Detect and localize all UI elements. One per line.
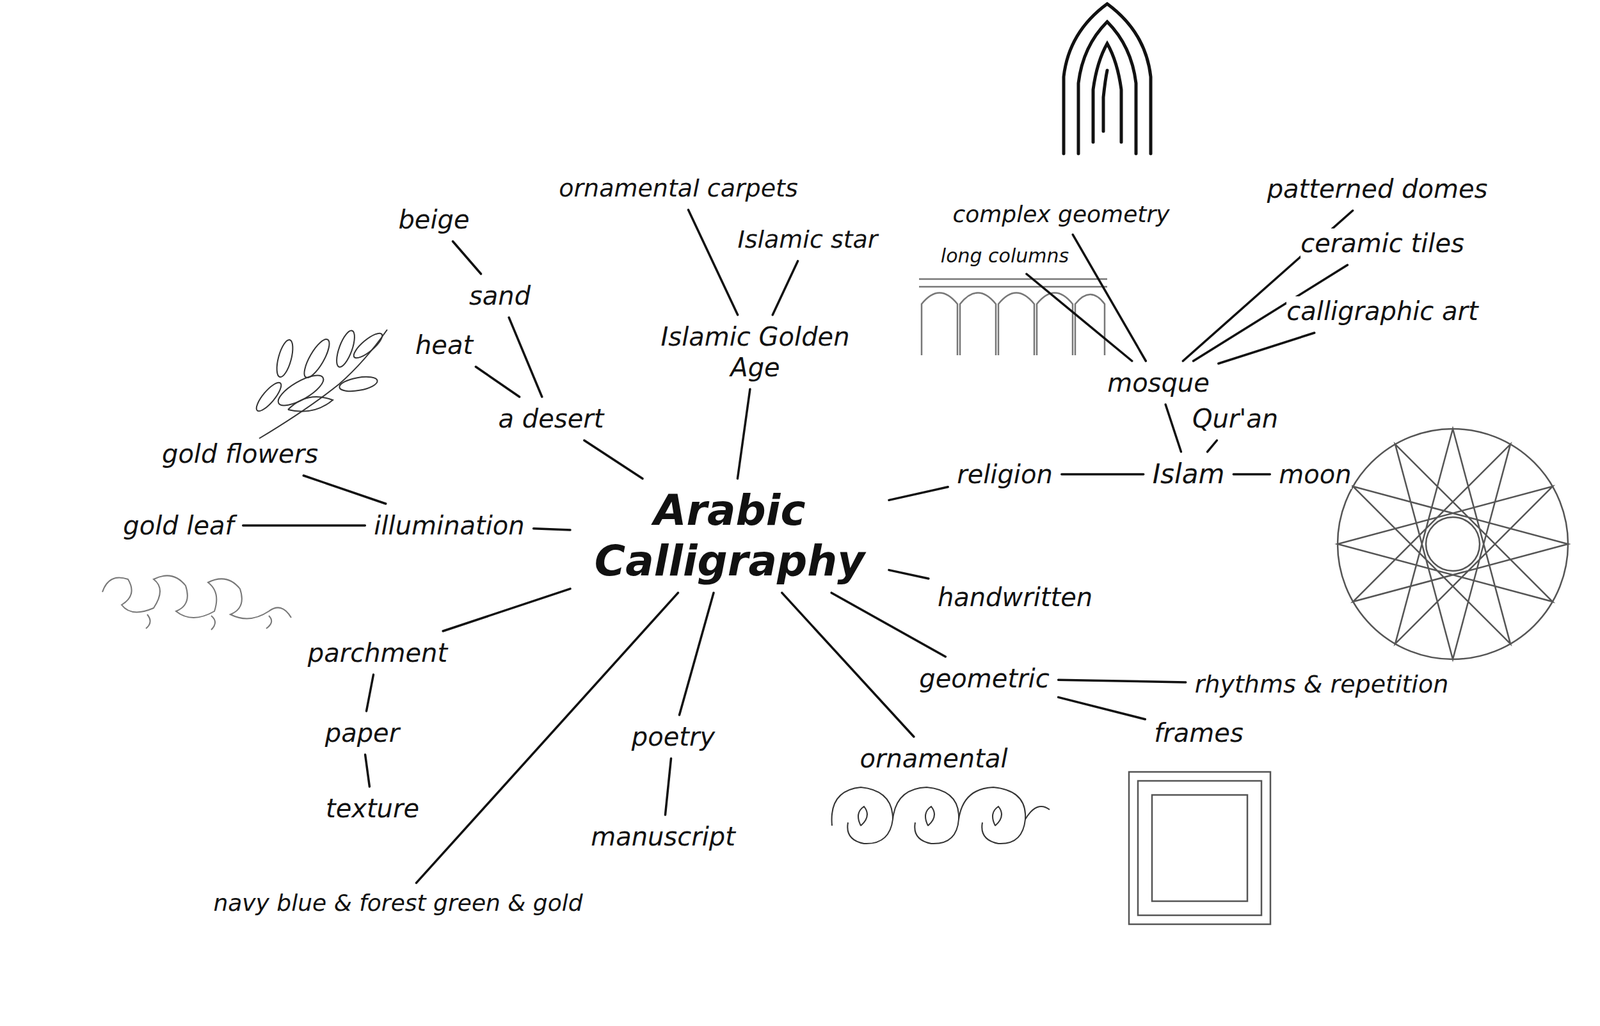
concept-word: long columns [938,244,1072,268]
islamic-star-drawing [1337,428,1568,660]
mindmap-branch [1026,273,1133,361]
node-text: complex geometry [952,200,1170,228]
node-text: frames [1153,718,1243,748]
mindmap-branch [533,528,571,530]
arch-drawing [1063,3,1151,154]
concept-word: navy blue & forest green & gold [210,888,585,917]
mindmap-branch [737,389,750,479]
node-text: texture [325,793,420,824]
mindmap-branch [782,592,914,737]
frame-drawing [1128,771,1271,925]
concept-word: gold flowers [159,438,321,470]
mindmap-branch [1058,696,1146,719]
concept-word: geometric [916,663,1052,694]
concept-word: ceramic tiles [1297,227,1467,259]
node-text: handwritten [937,582,1093,612]
node-text: calligraphic art [1286,296,1478,326]
concept-word: paper [322,717,402,749]
concept-word: poetry [629,721,718,752]
concept-word: Islamic star [734,225,880,255]
concept-word: complex geometry [949,200,1172,228]
concept-word: calligraphic art [1283,295,1481,327]
node-text: Arabic Calligraphy [594,485,865,586]
node-text: religion [956,459,1053,489]
concept-word: sand [466,280,534,312]
mindmap-branch [303,475,386,504]
concept-word: gold leaf [120,510,237,541]
mindmap-branch [664,758,671,815]
node-text: Islamic star [737,225,878,254]
mindmap-branch [1218,332,1315,364]
node-text: moon [1278,459,1352,489]
node-text: Islam [1152,458,1225,490]
node-text: ornamental [859,743,1008,774]
node-text: rhythms & repetition [1194,670,1449,699]
mindmap-branch [688,209,738,315]
mindmap-branch [1165,404,1181,452]
node-text: long columns [940,244,1069,267]
concept-word: ornamental carpets [556,174,801,204]
node-text: manuscript [590,821,736,852]
node-text: heat [415,330,473,360]
node-text: sand [469,280,531,311]
mindmap-branch [442,588,571,632]
mindmap-branch [679,592,714,715]
mindmap-branch [1233,473,1270,475]
mindmap-branch [888,570,929,579]
node-text: illumination [373,510,525,541]
mindmap-branch [365,754,370,787]
mindmap-branch [366,674,374,712]
concept-word: Islamic Golden Age [643,321,867,383]
mindmap-branch [1061,473,1144,475]
concept-word: Qur'an [1189,403,1281,434]
mindmap-branch [508,317,543,397]
node-text: ornamental carpets [558,174,799,203]
node-text: navy blue & forest green & gold [213,889,583,916]
node-text: a desert [498,403,605,434]
node-text: mosque [1107,368,1210,398]
concept-word: patterned domes [1264,173,1491,205]
node-text: Islamic Golden Age [661,321,850,383]
concept-word: frames [1151,717,1246,749]
concept-word: parchment [305,637,450,669]
concept-word: Islam [1150,458,1228,491]
node-text: parchment [307,638,448,668]
node-text: Qur'an [1192,403,1279,434]
mindmap-branch [831,592,946,657]
node-text: geometric [919,663,1049,694]
concept-word: rhythms & repetition [1192,670,1452,700]
leaf-branch-drawing [252,328,388,439]
concept-word: illumination [371,510,527,541]
node-text: gold flowers [161,439,319,469]
node-text: beige [398,204,470,235]
mindmap-branch [243,525,366,527]
node-text: poetry [631,721,715,752]
mindmap-branch [772,261,798,315]
concept-word: beige [395,204,472,235]
concept-word: texture [323,792,422,824]
node-text: patterned domes [1267,174,1488,204]
mindmap-branch [888,487,948,501]
node-text: paper [325,718,400,748]
concept-word: heat [412,329,476,361]
mindmap-branch [1058,679,1186,683]
mindmap-branch [1207,440,1218,452]
vine-swirl-drawing [102,575,292,630]
concept-word: a desert [496,403,607,434]
concept-word: mosque [1104,367,1213,399]
concept-word: religion [954,458,1056,490]
concept-word: ornamental [856,743,1010,774]
concept-word: moon [1276,458,1354,490]
concept-word: handwritten [935,581,1096,613]
ornamental-swirl-drawing [832,787,1050,844]
mindmap-branch [584,440,643,479]
central-topic: Arabic Calligraphy [576,485,883,587]
node-text: gold leaf [122,510,234,541]
mindmap-branch [452,241,481,274]
concept-word: manuscript [588,821,738,852]
mindmap-branch [475,366,520,397]
node-text: ceramic tiles [1300,228,1465,258]
